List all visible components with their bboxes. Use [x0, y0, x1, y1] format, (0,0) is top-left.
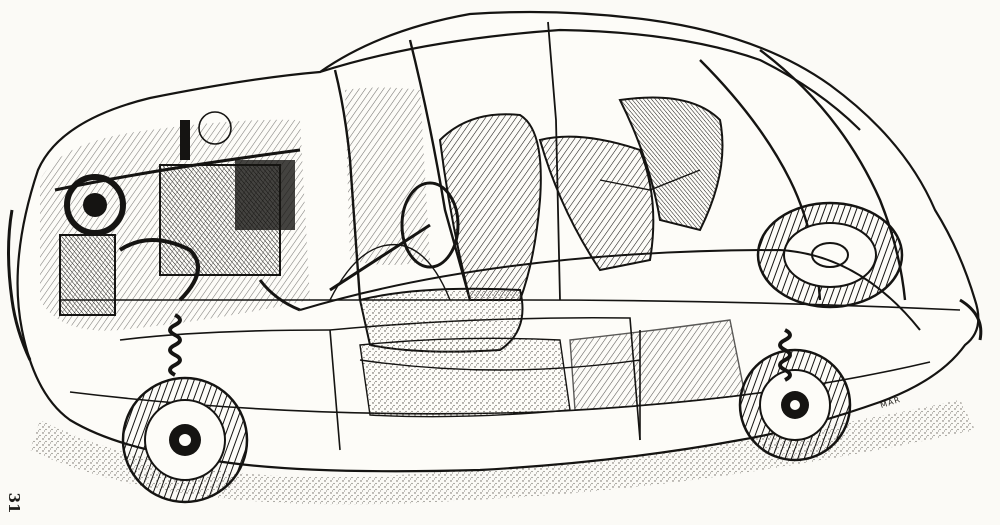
steering-wheel — [329, 181, 460, 292]
rear-seat — [538, 96, 724, 272]
engine-bay — [40, 111, 310, 377]
floor-stipple — [345, 87, 746, 418]
rear-wheel — [738, 328, 852, 462]
frame-rails — [299, 169, 921, 371]
page-number: 31 — [5, 492, 23, 514]
spare-tire — [756, 201, 904, 309]
ground-shadow — [30, 400, 975, 505]
front-seat — [358, 113, 542, 353]
front-wheel — [121, 376, 249, 504]
